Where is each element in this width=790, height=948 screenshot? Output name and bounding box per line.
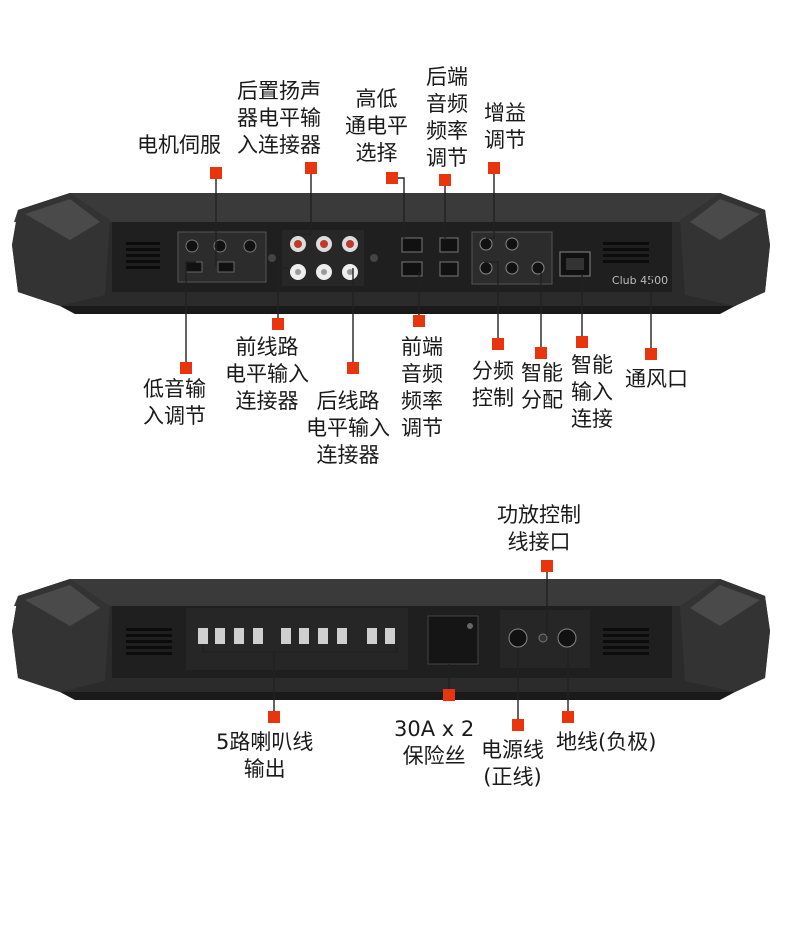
top-left-vent	[126, 242, 160, 269]
label-ground: 地线(负极)	[556, 730, 657, 754]
marker-rear-line-input-top	[305, 162, 317, 174]
label-power: 电源线 (正线)	[481, 738, 544, 789]
label-front-freq: 前端 音频 频率 调节	[401, 335, 443, 440]
marker-front-line-input	[272, 318, 284, 330]
label-motor-servo: 电机伺服	[137, 133, 221, 157]
bottom-right-vent	[603, 628, 649, 655]
label-bass-input: 低音输 入调节	[143, 377, 206, 428]
marker-amp-control	[541, 560, 553, 572]
marker-front-freq	[413, 315, 425, 327]
marker-gain	[488, 162, 500, 174]
label-smart-input: 智能 输入 连接	[571, 353, 613, 431]
marker-crossover	[492, 338, 504, 350]
marker-ground	[562, 711, 574, 723]
model-badge: Club 4500	[612, 274, 668, 287]
label-high-low-pass: 高低 通电平 选择	[345, 87, 408, 165]
label-rear-freq: 后端 音频 频率 调节	[426, 65, 468, 170]
leader-lines	[185, 173, 652, 719]
marker-high-low-pass	[386, 172, 398, 184]
label-rear-line-input: 后线路 电平输入 连接器	[306, 389, 390, 467]
speaker-terminals	[186, 608, 408, 670]
marker-bass-input	[180, 362, 192, 374]
label-gain: 增益 调节	[484, 101, 526, 152]
marker-smart-dist	[535, 347, 547, 359]
label-smart-dist: 智能 分配	[521, 361, 563, 412]
label-rear-line-input-top: 后置扬声 器电平输 入连接器	[237, 79, 321, 157]
rca-jacks	[268, 230, 378, 286]
label-speaker-out: 5路喇叭线 输出	[216, 730, 314, 781]
marker-fuse	[443, 689, 455, 701]
marker-smart-input	[576, 336, 588, 348]
marker-rear-line-input	[347, 362, 359, 374]
label-fuse: 30A x 2 保险丝	[394, 717, 475, 768]
marker-speaker-out	[268, 711, 280, 723]
label-vent: 通风口	[625, 367, 688, 391]
bottom-left-vent	[126, 628, 172, 655]
label-front-line-input: 前线路 电平输入 连接器	[225, 335, 309, 413]
marker-rear-freq	[439, 174, 451, 186]
marker-motor-servo	[210, 167, 222, 179]
bottom-amplifier	[12, 579, 770, 700]
top-right-vent	[603, 242, 649, 263]
label-amp-control: 功放控制 线接口	[497, 503, 581, 554]
label-crossover: 分频 控制	[472, 359, 514, 410]
marker-vent	[645, 348, 657, 360]
marker-power	[512, 719, 524, 731]
top-amplifier: Club 4500	[12, 193, 770, 314]
